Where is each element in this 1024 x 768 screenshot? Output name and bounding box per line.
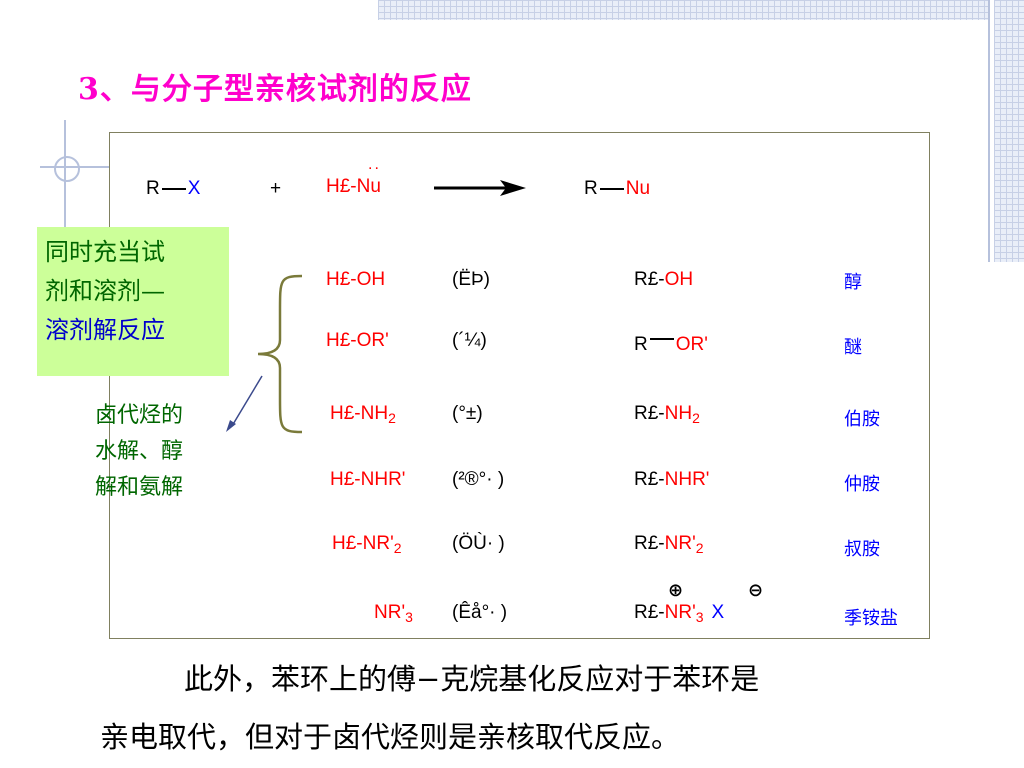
- product-subscript: 2: [692, 410, 700, 426]
- pointer-arrow: [226, 375, 263, 432]
- reagent-subscript: 2: [388, 410, 396, 426]
- lone-pair-dots: ..: [368, 156, 381, 173]
- product-prefix: R£-: [634, 469, 665, 490]
- product-prefix: R£-: [634, 403, 665, 424]
- reagent-subscript: 2: [393, 540, 402, 556]
- reaction-arrow: [434, 180, 526, 196]
- product-class-4: 叔胺: [844, 539, 880, 560]
- product-group: NR': [664, 602, 696, 623]
- reagent-row-2: H£-NH2: [330, 403, 396, 429]
- product-class-0: 醇: [844, 272, 862, 293]
- reagent-group: NR': [362, 533, 394, 554]
- reagent-prefix: H£-: [326, 330, 357, 351]
- product-row-2: R£-NH2: [634, 403, 700, 429]
- deco-circle: [54, 156, 80, 182]
- positive-charge: ⊕: [668, 580, 684, 601]
- reagent-group: OH: [356, 269, 386, 290]
- product-row-3: R£-NHR': [634, 469, 709, 491]
- callout-line-2: 剂和溶剂—: [45, 277, 165, 305]
- reagent-prefix: H£-: [332, 533, 363, 554]
- product-anion: X: [711, 602, 725, 623]
- bond-line: [599, 187, 624, 190]
- general-nucleophile: H£-Nu: [326, 176, 381, 198]
- reagent-name-garbled-0: (ËÞ): [452, 269, 490, 290]
- product-row-0: R£-OH: [634, 269, 693, 291]
- hydrolysis-note: 卤代烃的 水解、醇 解和氨解: [64, 398, 214, 506]
- product-row-4: R£-NR'2: [634, 533, 704, 559]
- product-group: NH: [664, 403, 693, 424]
- reactant-x: X: [187, 178, 201, 199]
- product-nu: Nu: [625, 178, 651, 199]
- reagent-prefix: H£-: [330, 403, 361, 424]
- product-row-1: R OR': [634, 334, 708, 356]
- general-product: R Nu: [584, 178, 650, 200]
- reagent-group: NH: [360, 403, 389, 424]
- note-line-2: 水解、醇: [94, 439, 183, 464]
- solvolysis-callout: 同时充当试 剂和溶剂— 溶剂解反应: [37, 227, 229, 376]
- nucleophile-prefix: H£-: [326, 176, 357, 197]
- reagent-row-0: H£-OH: [326, 269, 385, 291]
- bond-line: [161, 187, 186, 190]
- product-class-1: 醚: [844, 337, 862, 358]
- nucleophile-nu: Nu: [356, 176, 381, 197]
- reagent-row-1: H£-OR': [326, 330, 389, 352]
- reagent-name-garbled-2: (°±): [452, 403, 483, 424]
- product-r: R: [584, 178, 598, 199]
- product-prefix: R: [634, 334, 648, 355]
- reagent-prefix: H£-: [326, 269, 357, 290]
- reagent-name-garbled-1: (´¼): [452, 330, 487, 351]
- product-class-2: 伯胺: [844, 409, 880, 430]
- deco-line: [64, 120, 66, 250]
- reagent-group: NR': [374, 602, 406, 623]
- deco-line: [988, 0, 990, 262]
- reagent-name-garbled-5: (Êå°· ): [452, 602, 508, 623]
- product-group: OH: [664, 269, 694, 290]
- reagent-group: NHR': [360, 469, 406, 490]
- reagent-row-4: H£-NR'2: [332, 533, 402, 559]
- paragraph-line-1: 此外，苯环上的傅−克烷基化反应对于苯环是: [184, 662, 760, 696]
- product-subscript: 3: [695, 609, 704, 625]
- product-group: NR': [664, 533, 696, 554]
- callout-line-3: 溶剂解反应: [45, 316, 165, 344]
- reagent-row-3: H£-NHR': [330, 469, 405, 491]
- negative-charge: ⊖: [748, 580, 764, 601]
- reagent-row-5: NR'3: [374, 602, 413, 628]
- product-group: OR': [675, 334, 708, 355]
- reactant-r: R: [146, 178, 160, 199]
- reagent-prefix: H£-: [330, 469, 361, 490]
- reagent-name-garbled-3: (²®°· ): [452, 469, 505, 490]
- bond-line: [649, 337, 674, 340]
- plus-sign: +: [270, 178, 282, 199]
- background-grid-right: [994, 0, 1024, 262]
- product-class-3: 仲胺: [844, 474, 880, 495]
- note-line-3: 解和氨解: [94, 475, 183, 500]
- note-line-1: 卤代烃的: [94, 403, 183, 428]
- body-paragraph: 此外，苯环上的傅−克烷基化反应对于苯环是 亲电取代，但对于卤代烃则是亲核取代反应…: [100, 650, 980, 766]
- paragraph-line-2: 亲电取代，但对于卤代烃则是亲核取代反应。: [100, 720, 681, 754]
- reagent-subscript: 3: [405, 609, 413, 625]
- product-prefix: R£-: [634, 602, 665, 623]
- callout-line-1: 同时充当试: [45, 238, 165, 266]
- page-title: 3、与分子型亲核试剂的反应: [78, 72, 472, 107]
- product-prefix: R£-: [634, 533, 665, 554]
- product-subscript: 2: [695, 540, 704, 556]
- reagent-name-garbled-4: (ÖÙ· ): [452, 533, 505, 554]
- reagent-group: OR': [356, 330, 389, 351]
- curly-brace: [257, 274, 303, 434]
- product-class-5: 季铵盐: [844, 608, 898, 629]
- product-prefix: R£-: [634, 269, 665, 290]
- product-group: NHR': [664, 469, 710, 490]
- background-grid-top: [378, 0, 988, 20]
- reaction-box: [109, 132, 930, 639]
